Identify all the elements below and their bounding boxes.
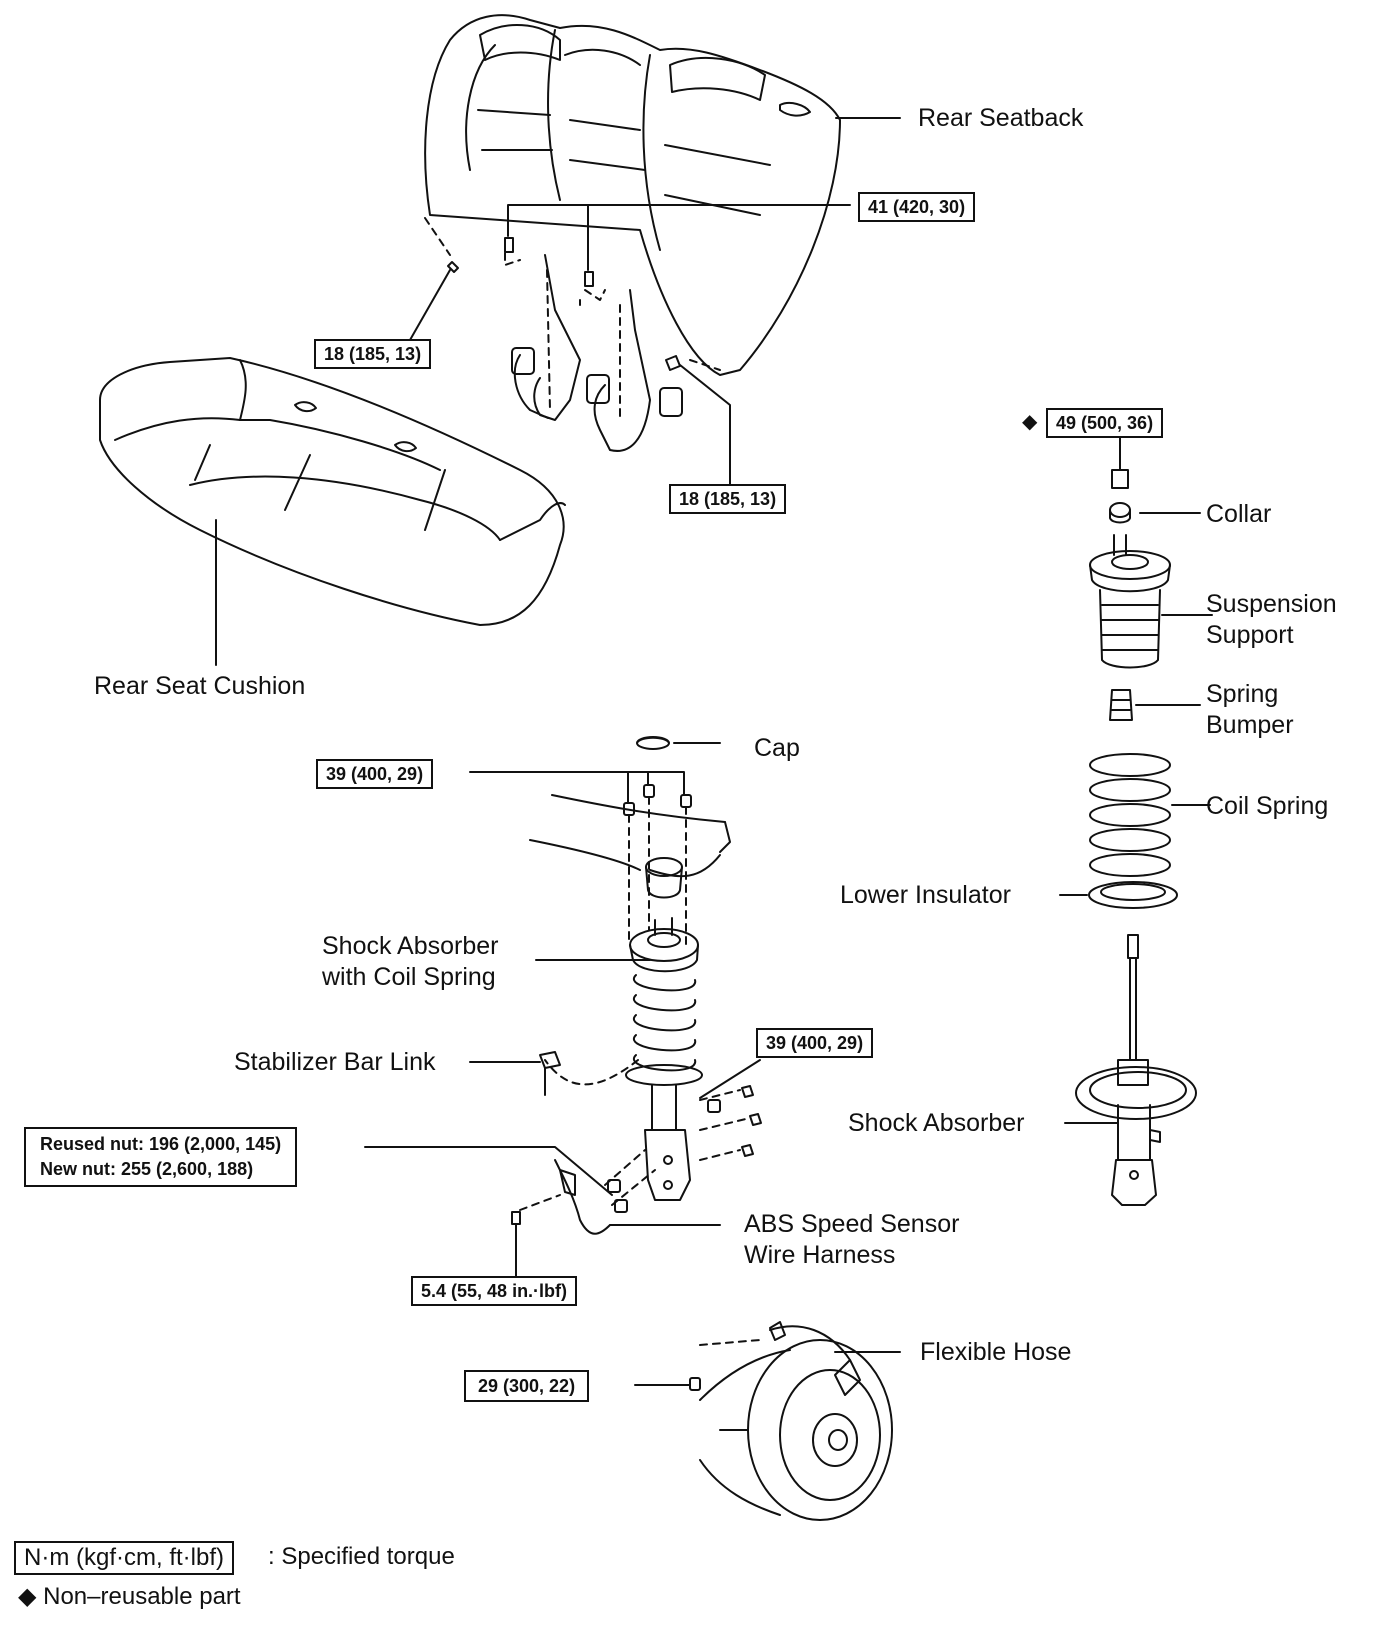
label-flexible-hose: Flexible Hose	[920, 1338, 1072, 1366]
lower-nuts-and-bolts	[511, 1085, 762, 1225]
hose-bolt	[689, 1377, 701, 1391]
label-coil-spring: Coil Spring	[1206, 792, 1329, 820]
brake-disc-hub-drawing	[699, 1321, 901, 1521]
seat-belt-buckles-drawing	[511, 254, 683, 452]
body-panel-lines	[529, 794, 731, 878]
torque-strut-nut: 49 (500, 36)	[1046, 408, 1164, 438]
upper-mount-nuts	[623, 784, 692, 816]
legend-torque-unit-text: : Specified torque	[268, 1543, 455, 1570]
knuckle-bolt-leader	[364, 1146, 613, 1196]
suspension-support-drawing	[1089, 534, 1213, 669]
torque-abs-bolt: 5.4 (55, 48 in.·lbf)	[411, 1276, 578, 1306]
shock-with-coil-spring-drawing	[625, 857, 703, 1201]
seatback-leader-lines	[409, 117, 901, 486]
spring-bumper-drawing	[1109, 689, 1201, 721]
label-shock-absorber-with-coil-line2: with Coil Spring	[322, 963, 496, 991]
center-cap-drawing	[636, 736, 721, 750]
collar-drawing	[1109, 502, 1201, 524]
torque-seatback-left: 18 (185, 13)	[314, 339, 432, 369]
torque-seatback-upper: 41 (420, 30)	[858, 192, 976, 222]
label-shock-absorber-with-coil-line1: Shock Absorber	[322, 932, 499, 960]
label-rear-seatback: Rear Seatback	[918, 104, 1084, 132]
rear-seatback-drawing	[424, 14, 841, 376]
torque-stabilizer-nut: 39 (400, 29)	[756, 1028, 874, 1058]
label-spring-bumper-line1: Spring	[1206, 680, 1279, 708]
torque-reused-nut: Reused nut: 196 (2,000, 145)	[40, 1134, 282, 1154]
label-suspension-support-line2: Support	[1206, 621, 1294, 649]
strut-dashed-leaders	[519, 796, 761, 1346]
label-lower-insulator: Lower Insulator	[840, 881, 1011, 909]
lower-insulator-drawing	[1059, 881, 1178, 909]
label-stabilizer-bar-link: Stabilizer Bar Link	[234, 1048, 436, 1076]
abs-harness-drawing	[554, 1159, 721, 1235]
torque-hose-bolt: 29 (300, 22)	[464, 1370, 590, 1402]
legend-nonreusable: ◆ Non–reusable part	[18, 1583, 241, 1610]
torque-new-nut: New nut: 255 (2,600, 188)	[40, 1159, 254, 1179]
nonreusable-marker-icon: ◆	[1022, 411, 1038, 433]
strut-nut-drawing	[1111, 444, 1129, 489]
stabilizer-bar-link-drawing	[469, 1051, 561, 1096]
label-spring-bumper-line2: Bumper	[1206, 711, 1294, 739]
shock-absorber-drawing	[1064, 934, 1197, 1206]
upper-mount-leader	[469, 771, 685, 804]
seatback-bolts	[447, 237, 681, 371]
coil-spring-drawing	[1089, 753, 1211, 877]
torque-seatback-right: 18 (185, 13)	[669, 484, 787, 514]
label-collar: Collar	[1206, 500, 1272, 528]
label-suspension-support-line1: Suspension	[1206, 590, 1337, 618]
rear-seat-cushion-drawing	[99, 357, 566, 626]
legend-torque-unit-box: N·m (kgf·cm, ft·lbf)	[14, 1541, 234, 1575]
label-rear-seat-cushion: Rear Seat Cushion	[94, 672, 306, 700]
torque-upper-mount: 39 (400, 29)	[316, 759, 434, 789]
torque-knuckle-nut-box: Reused nut: 196 (2,000, 145) New nut: 25…	[24, 1127, 298, 1187]
stabilizer-nut-leader	[699, 1059, 761, 1099]
label-cap: Cap	[754, 734, 800, 762]
label-shock-absorber: Shock Absorber	[848, 1109, 1025, 1137]
seatback-dashed-leaders	[424, 217, 721, 421]
label-abs-speed-sensor-line1: ABS Speed Sensor	[744, 1210, 960, 1238]
label-abs-speed-sensor-line2: Wire Harness	[744, 1241, 896, 1269]
